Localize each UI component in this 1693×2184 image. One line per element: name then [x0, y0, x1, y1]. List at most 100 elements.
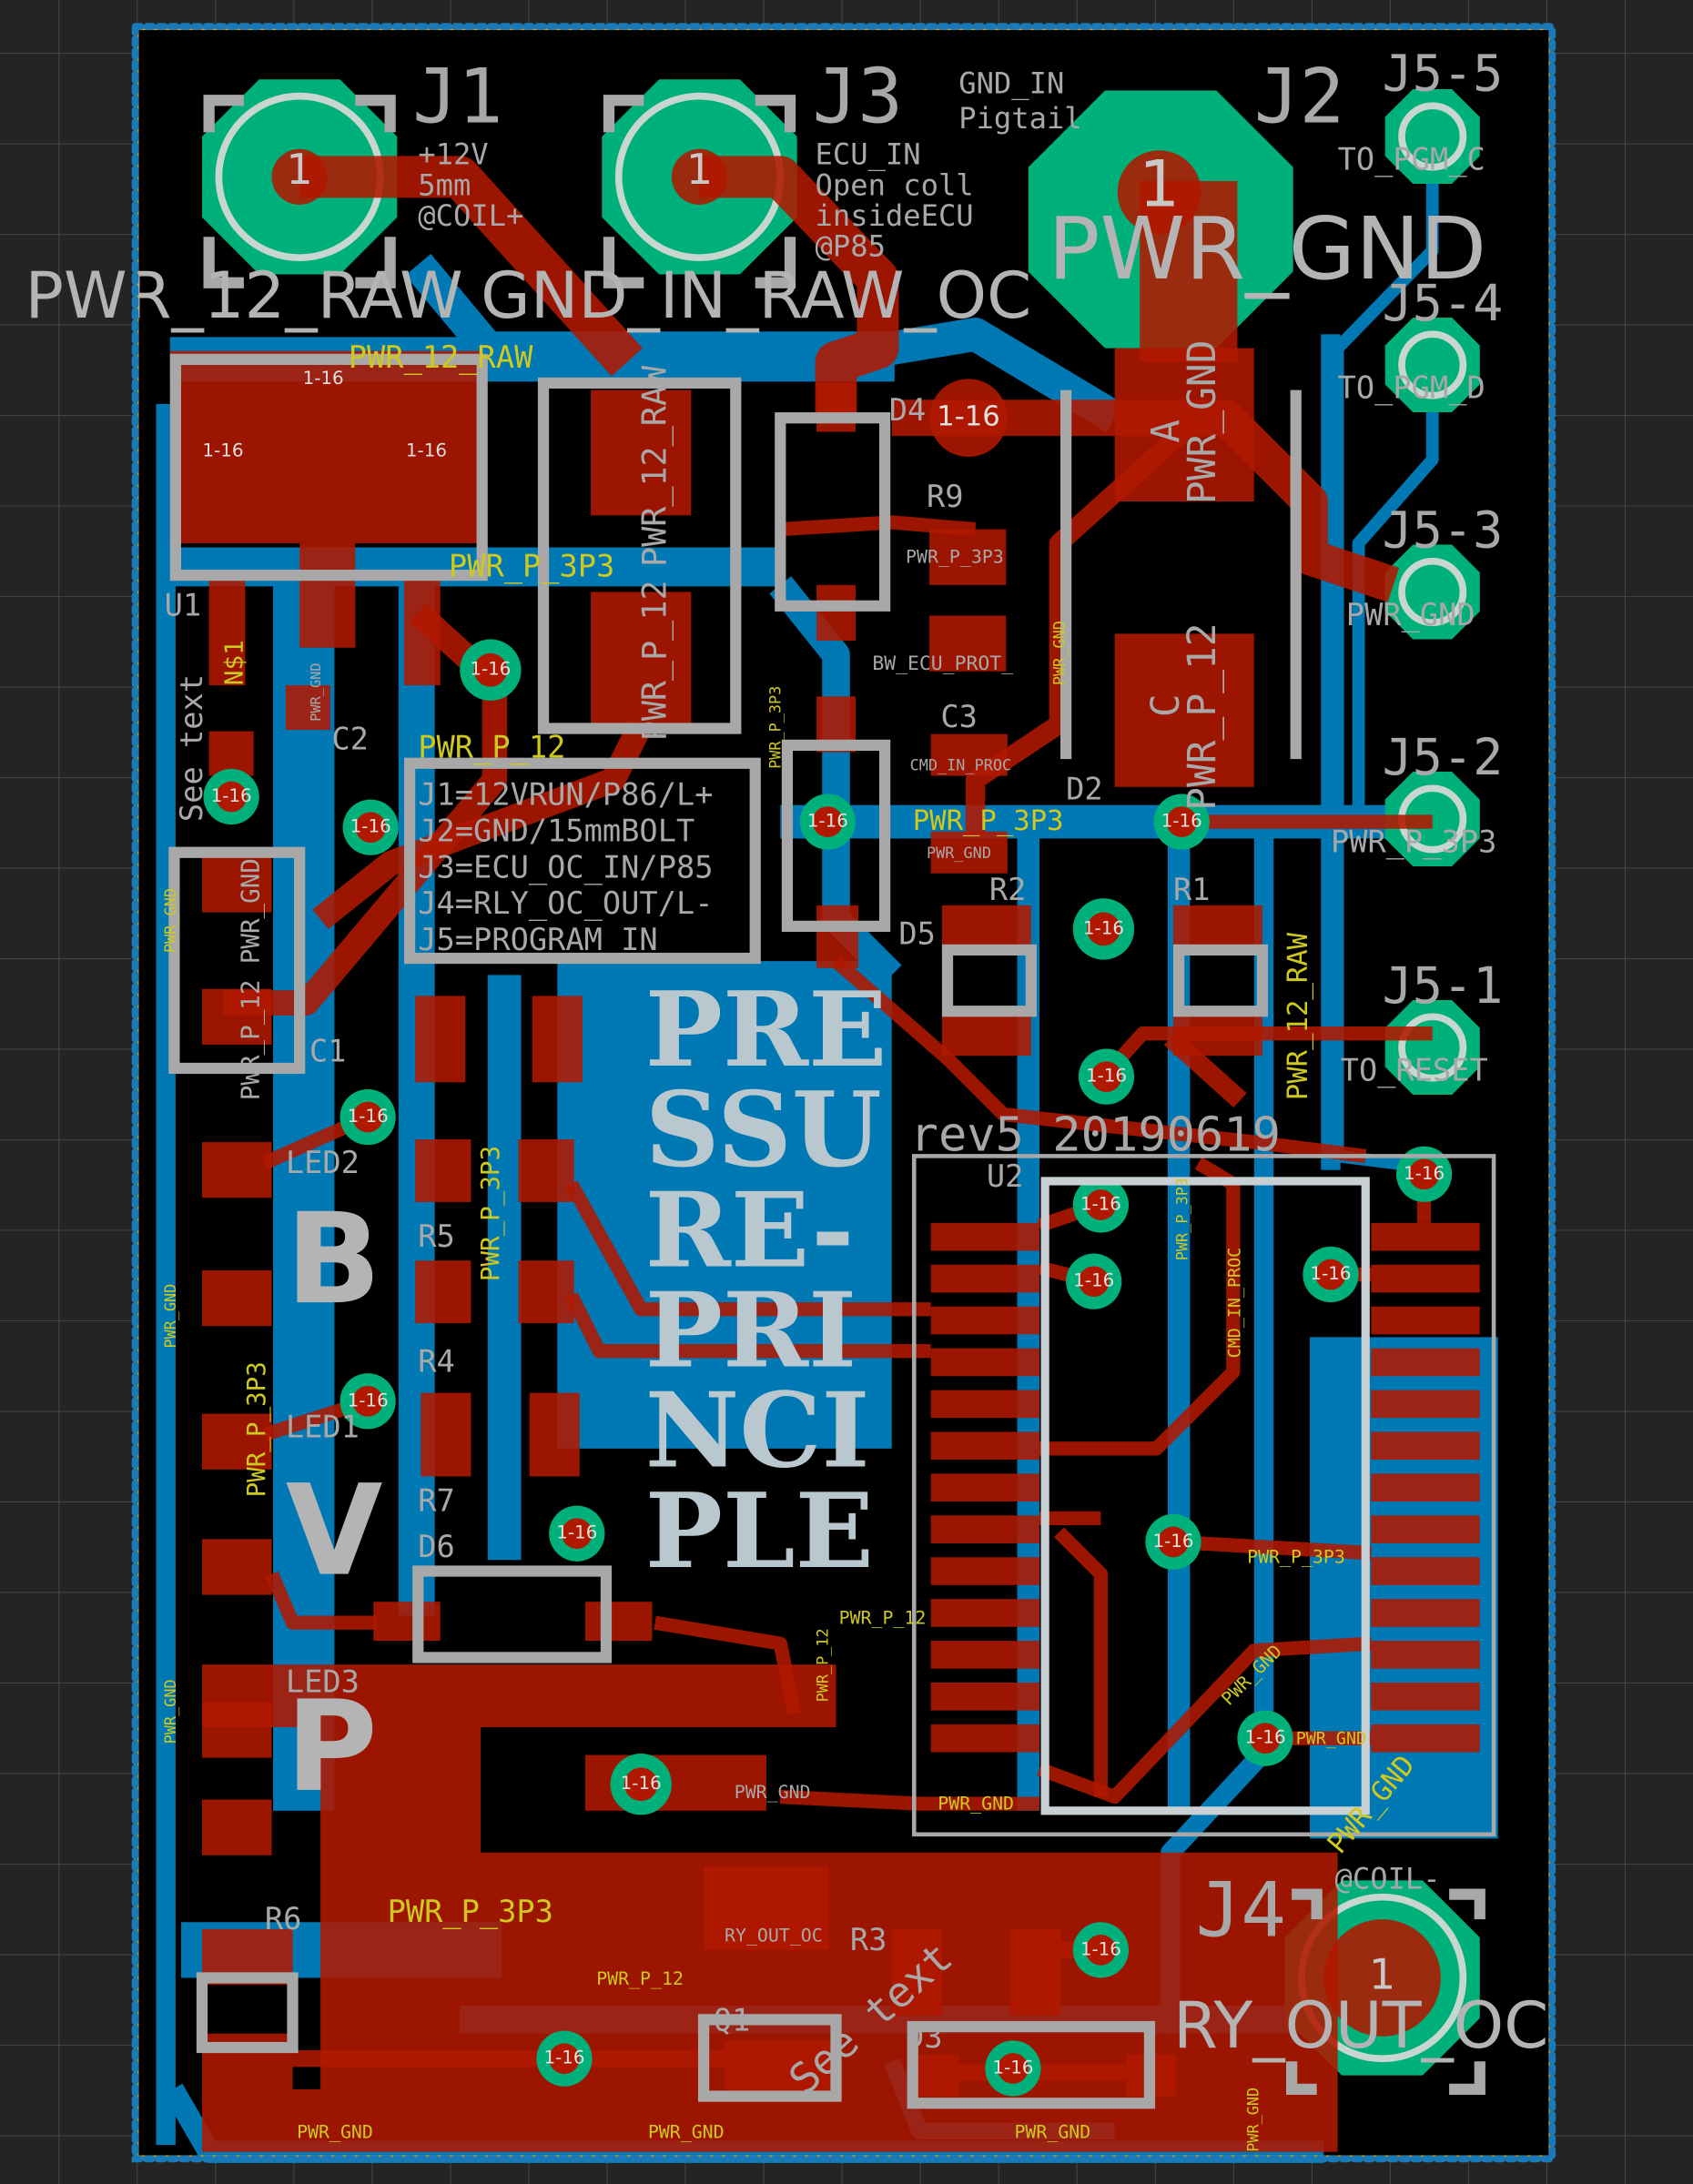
net-label: PWR_P_12 [839, 1608, 927, 1629]
designator-led3: LED3 [286, 1664, 360, 1700]
via-label: 1-16 [543, 2048, 584, 2068]
net-label: PWR_GND [161, 1284, 179, 1349]
j1-note: +12V [418, 137, 488, 172]
net-label: PWR_P_3P3 [476, 1146, 506, 1281]
pad-label: PWR_P_12 [1180, 622, 1225, 810]
j2-note: Pigtail [958, 101, 1081, 136]
via-label: 1-16 [1073, 1270, 1114, 1291]
designator-r2: R2 [989, 872, 1027, 907]
j5-signal: TO_PGM_D [1338, 370, 1485, 407]
via-label: 1-16 [1080, 1938, 1121, 1959]
logo-line: PLE [645, 1471, 874, 1592]
via-label: 1-16 [807, 811, 848, 832]
net-label: PWR_12_RAW [349, 339, 533, 376]
net-label: PWR_P_3P3 [1247, 1546, 1345, 1567]
j2-note: GND_IN [958, 66, 1064, 101]
net-label: N$1 [219, 640, 248, 685]
j3-value: GND_IN_RAW_OC [481, 258, 1031, 333]
note-line: J2=GND/15mmBOLT [418, 813, 694, 848]
connector-labels: J1 J3 J2 J5-5 J5-4 J5-3 J5-2 J5-1 J4 PWR… [25, 44, 1549, 2063]
designator-led2: LED2 [286, 1145, 360, 1180]
net-label: PWR_P_3P3 [1172, 1178, 1191, 1260]
logo-line: SSU [645, 1069, 882, 1190]
logo-line: RE- [645, 1169, 855, 1290]
logo-line: PRI [645, 1270, 857, 1391]
net-label: PWR_GND [938, 1793, 1014, 1814]
via-label: 1-16 [303, 368, 344, 389]
pad-label: PWR_12_RAW [635, 365, 675, 567]
via-label: 1-16 [348, 1106, 389, 1127]
designator-r1: R1 [1173, 872, 1211, 907]
net-label: PWR_GND [1243, 2088, 1262, 2152]
designator-j4: J4 [1195, 1867, 1286, 1955]
net-label: PWR_GND [1296, 1729, 1366, 1748]
j2-value: PWR_GND [1048, 199, 1486, 299]
pad-number: 1 [1139, 147, 1180, 222]
designator-j5-2: J5-2 [1383, 728, 1504, 786]
via-label: 1-16 [406, 440, 447, 460]
designator-u1: U1 [165, 588, 202, 623]
via-label: 1-16 [350, 816, 391, 837]
designator-d5: D5 [898, 916, 936, 952]
net-label: CMD_IN_PROC [1225, 1248, 1244, 1359]
net-label: PWR_P_3P3 [242, 1361, 272, 1497]
j5-signal: PWR_P_3P3 [1331, 824, 1496, 861]
pad-label: PWR_P_12 [237, 980, 267, 1101]
pad-number: 1 [287, 145, 313, 194]
via-label: 1-16 [621, 1773, 662, 1794]
led-letter-p: P [286, 1674, 378, 1820]
j5-signal: PWR_GND [1346, 597, 1475, 633]
via: 1-16 [937, 401, 999, 433]
designator-c2: C2 [331, 721, 369, 756]
designator-j5-1: J5-1 [1383, 956, 1504, 1015]
net-label: PWR_P_12 [596, 1968, 684, 1989]
via-label: 1-16 [1244, 1727, 1285, 1748]
note-line: J4=RLY_OC_OUT/L- [418, 885, 713, 922]
via: 1-16 [1072, 1177, 1129, 1233]
via-label: 1-16 [992, 2057, 1033, 2078]
via-label: 1-16 [1152, 1531, 1193, 1552]
pad-label: CMD_IN_PROC [910, 755, 1011, 774]
pad-label: A [1143, 420, 1189, 443]
designator-j5-5: J5-5 [1383, 44, 1504, 102]
pad-label: PWR_P_3P3 [906, 546, 1004, 567]
via-label: 1-16 [202, 440, 243, 460]
pad-label: PWR_GND [237, 858, 267, 964]
board-dimension-dots [131, 23, 1556, 2163]
pad-label: RY_OUT_OC [725, 1926, 823, 1946]
via: 1-16 [536, 2030, 593, 2087]
logo-line: NCI [645, 1370, 870, 1491]
designator-j5-3: J5-3 [1383, 501, 1504, 560]
designator-r7: R7 [418, 1483, 455, 1519]
via-label: 1-16 [348, 1390, 389, 1410]
designator-j3: J3 [812, 54, 903, 141]
via-label: 1-16 [1080, 1193, 1121, 1214]
via-label: 1-16 [1161, 811, 1202, 832]
designator-d3: D3 [906, 2019, 943, 2055]
via: 1-16 [340, 1373, 396, 1430]
designator-j2: J2 [1254, 54, 1345, 141]
via: 1-16 [1066, 1253, 1122, 1309]
note-line: J5=PROGRAM_IN [418, 922, 657, 958]
via: 1-16 [1153, 794, 1210, 850]
via-label: 1-16 [1086, 1066, 1127, 1087]
j5-signal: TO_RESET [1341, 1053, 1488, 1089]
net-label: PWR_P_3P3 [449, 549, 614, 585]
pad-label: PWR_GND [735, 1782, 811, 1803]
net-label: PWR_GND [648, 2121, 725, 2142]
net-label: PWR_GND [1014, 2121, 1090, 2142]
pad-label: PWR_P_12 [635, 580, 675, 741]
designator-u2: U2 [987, 1158, 1024, 1194]
pad-label: PWR_GND [308, 662, 324, 721]
via: 1-16 [203, 768, 259, 825]
designator-r3: R3 [850, 1922, 887, 1957]
designator-j1: J1 [412, 54, 503, 141]
designator-c1: C1 [309, 1033, 347, 1068]
via: 1-16 [1072, 1922, 1129, 1978]
net-label: PWR_GND [1050, 621, 1069, 685]
j3-note: ECU_IN [816, 137, 921, 172]
via: 1-16 [1078, 1048, 1135, 1105]
via: 1-16 [342, 799, 399, 855]
u2-pads [930, 1222, 1480, 1753]
